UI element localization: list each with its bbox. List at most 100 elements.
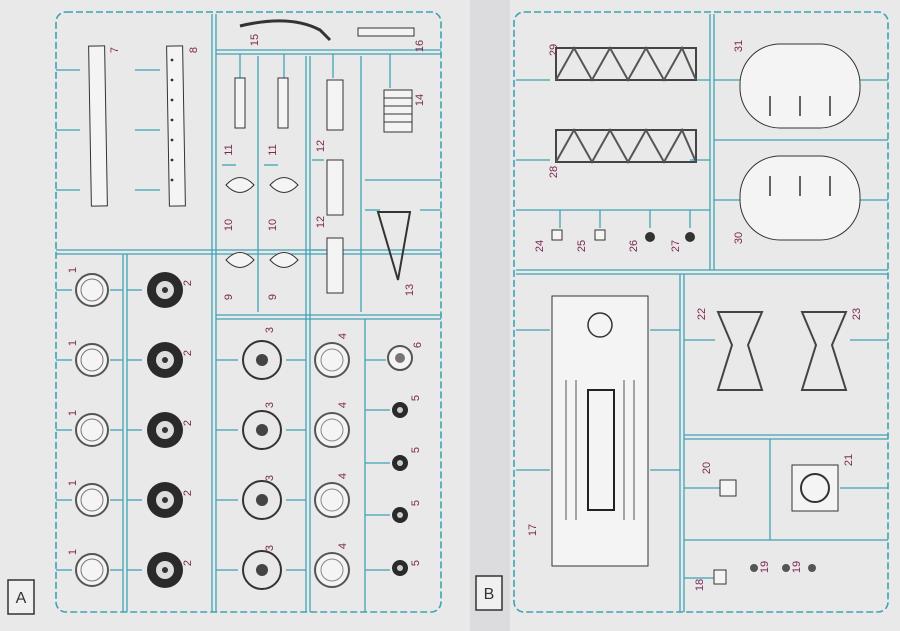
part-number-label: 23 bbox=[851, 308, 863, 320]
part-number-label: 2 bbox=[182, 280, 194, 286]
part-18-block bbox=[713, 569, 727, 585]
part-10-leaf-spring bbox=[225, 177, 255, 193]
part-number-label: 2 bbox=[182, 420, 194, 426]
part-11-bracket bbox=[234, 77, 246, 129]
part-8-rivets bbox=[170, 58, 174, 182]
part-number-label: 13 bbox=[404, 284, 416, 296]
part-15-hose bbox=[239, 19, 332, 42]
part-number-label: 10 bbox=[223, 219, 235, 231]
part-number-label: 1 bbox=[67, 549, 79, 555]
part-number-label: 27 bbox=[670, 240, 682, 252]
part-number-label: 5 bbox=[410, 395, 422, 401]
part-11-bracket bbox=[277, 77, 289, 129]
part-number-label: 12 bbox=[315, 140, 327, 152]
part-9-spring bbox=[225, 252, 255, 268]
part-28-truss bbox=[555, 127, 697, 165]
part-number-label: 6 bbox=[412, 342, 424, 348]
part-25-block bbox=[594, 229, 606, 241]
part-number-label: 17 bbox=[527, 524, 539, 536]
part-30-tank bbox=[739, 155, 861, 241]
part-17-chassis bbox=[551, 295, 649, 567]
part-21-ring bbox=[800, 473, 830, 503]
part-3-hubs bbox=[242, 340, 282, 590]
part-number-label: 2 bbox=[182, 350, 194, 356]
part-17-slats bbox=[565, 380, 635, 520]
part-number-label: 4 bbox=[337, 543, 349, 549]
part-19-washer bbox=[750, 564, 758, 572]
part-19-washer bbox=[808, 564, 816, 572]
part-6-center bbox=[395, 353, 405, 363]
part-19-washer bbox=[782, 564, 790, 572]
part-16-strip bbox=[357, 27, 415, 37]
sprue-a: A bbox=[7, 11, 442, 615]
part-1-rims bbox=[75, 273, 109, 587]
part-number-label: 3 bbox=[264, 327, 276, 333]
part-27-knob bbox=[685, 232, 695, 242]
part-17-center-frame bbox=[587, 389, 615, 511]
sprue-b-letter-box bbox=[475, 575, 503, 611]
part-number-label: 4 bbox=[337, 333, 349, 339]
part-number-label: 1 bbox=[67, 410, 79, 416]
part-number-label: 1 bbox=[67, 480, 79, 486]
sprue-a-frame bbox=[55, 11, 442, 613]
part-24-block bbox=[551, 229, 563, 241]
part-7-side-rail bbox=[88, 45, 108, 207]
part-number-label: 24 bbox=[534, 240, 546, 252]
sprue-a-letter: A bbox=[16, 590, 27, 607]
part-number-label: 4 bbox=[337, 402, 349, 408]
sprue-b: B bbox=[475, 11, 889, 613]
part-number-label: 3 bbox=[264, 545, 276, 551]
part-number-label: 22 bbox=[696, 308, 708, 320]
part-number-label: 1 bbox=[67, 267, 79, 273]
part-number-label: 14 bbox=[414, 94, 426, 106]
part-number-label: 11 bbox=[267, 144, 279, 155]
part-number-label: 29 bbox=[548, 44, 560, 56]
part-number-label: 10 bbox=[267, 219, 279, 231]
sprue-b-letter: B bbox=[484, 586, 495, 603]
part-14-slats bbox=[384, 97, 412, 123]
part-number-label: 4 bbox=[337, 473, 349, 479]
part-26-knob bbox=[645, 232, 655, 242]
part-number-label: 2 bbox=[182, 560, 194, 566]
part-23-brace bbox=[800, 311, 848, 391]
sprue-a-letter-box bbox=[7, 579, 35, 615]
part-number-label: 3 bbox=[264, 475, 276, 481]
part-number-label: 9 bbox=[267, 294, 279, 300]
part-22-brace bbox=[716, 311, 764, 391]
part-17-turntable bbox=[587, 312, 613, 338]
part-number-label: 16 bbox=[414, 40, 426, 52]
part-number-label: 2 bbox=[182, 490, 194, 496]
part-number-label: 5 bbox=[410, 500, 422, 506]
part-number-label: 1 bbox=[67, 340, 79, 346]
part-number-label: 18 bbox=[694, 579, 706, 591]
part-number-label: 9 bbox=[223, 294, 235, 300]
part-21-mount bbox=[791, 464, 839, 512]
part-number-label: 5 bbox=[410, 447, 422, 453]
part-9-spring bbox=[269, 252, 299, 268]
sprue-b-gates bbox=[516, 79, 888, 579]
part-number-label: 12 bbox=[315, 216, 327, 228]
part-number-label: 25 bbox=[576, 240, 588, 252]
part-number-label: 8 bbox=[188, 47, 200, 53]
part-number-label: 28 bbox=[548, 166, 560, 178]
part-29-truss bbox=[555, 45, 697, 83]
part-number-label: 31 bbox=[733, 40, 745, 52]
part-4-rims bbox=[314, 342, 350, 588]
part-number-label: 11 bbox=[223, 144, 235, 155]
part-number-label: 19 bbox=[759, 561, 771, 573]
part-13-tow-bar bbox=[376, 211, 412, 281]
tank-ribs bbox=[769, 96, 831, 196]
part-2-tires bbox=[147, 272, 183, 588]
sprue-b-frame bbox=[513, 11, 889, 613]
part-20-block bbox=[719, 479, 737, 497]
part-number-label: 21 bbox=[843, 454, 855, 466]
part-number-label: 15 bbox=[249, 34, 261, 46]
part-12-plate bbox=[326, 237, 344, 294]
part-14-grille bbox=[383, 89, 413, 133]
part-10-leaf-spring bbox=[269, 177, 299, 193]
part-number-label: 3 bbox=[264, 402, 276, 408]
part-number-label: 5 bbox=[410, 560, 422, 566]
page-gutter bbox=[470, 0, 510, 631]
